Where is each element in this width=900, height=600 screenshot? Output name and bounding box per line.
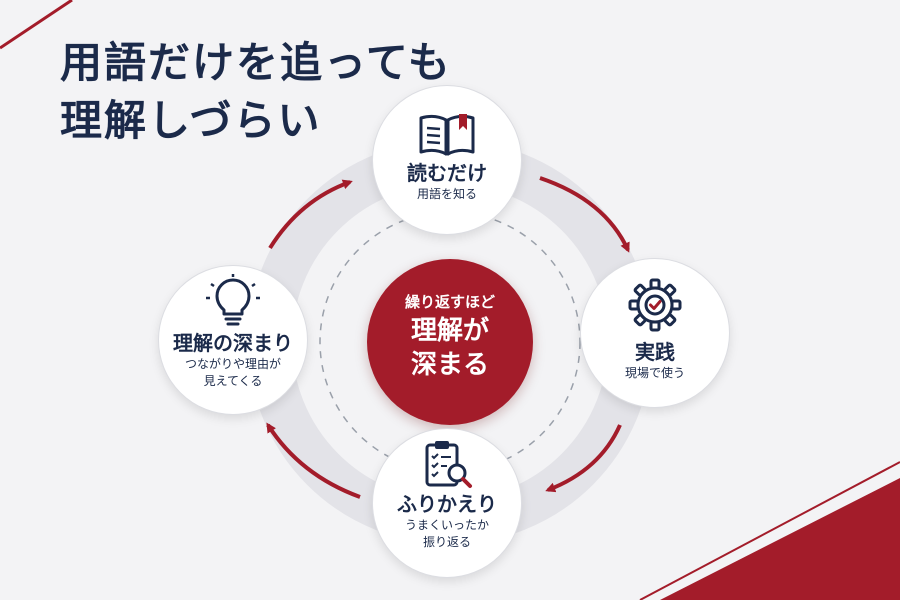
node-practice-desc: 現場で使う xyxy=(624,366,685,380)
page-title: 用語だけを追っても 理解しづらい xyxy=(60,34,452,150)
center-subtitle: 繰り返すほど xyxy=(404,293,495,311)
clipboard-search-icon xyxy=(425,441,472,488)
title-line-2: 理解しづらい xyxy=(60,96,322,145)
center-main-text: 理解が 深まる xyxy=(410,316,489,380)
node-reflect: ふりかえり うまくいったか 振り返る xyxy=(372,428,522,578)
corner-stripe-top-left xyxy=(0,0,73,50)
node-reflect-desc: うまくいったか 振り返る xyxy=(404,518,489,549)
arrow-practice-to-reflect xyxy=(545,424,622,493)
gear-check-icon xyxy=(628,278,682,332)
corner-stripe-line xyxy=(639,461,900,600)
node-deepen: 理解の深まり つながりや理由が 見えてくる xyxy=(158,265,308,415)
node-deepen-desc: つながりや理由が 見えてくる xyxy=(184,357,281,388)
book-icon xyxy=(419,114,475,156)
title-line-1: 用語だけを追っても xyxy=(60,38,452,87)
corner-stripe-bottom-right xyxy=(660,478,900,600)
lightbulb-icon xyxy=(206,274,260,326)
node-read-desc: 用語を知る xyxy=(416,187,477,201)
node-practice-label: 実践 xyxy=(635,340,675,364)
node-read-label: 読むだけ xyxy=(407,161,487,185)
center-circle: 繰り返すほど 理解が 深まる xyxy=(367,259,533,425)
node-reflect-label: ふりかえり xyxy=(397,492,497,516)
arrow-read-to-practice xyxy=(539,176,630,253)
node-practice: 実践 現場で使う xyxy=(580,258,730,408)
arrow-deepen-to-read xyxy=(268,179,353,250)
node-read: 読むだけ 用語を知る xyxy=(372,85,522,235)
node-deepen-label: 理解の深まり xyxy=(173,331,293,355)
arrow-reflect-to-deepen xyxy=(266,422,361,499)
